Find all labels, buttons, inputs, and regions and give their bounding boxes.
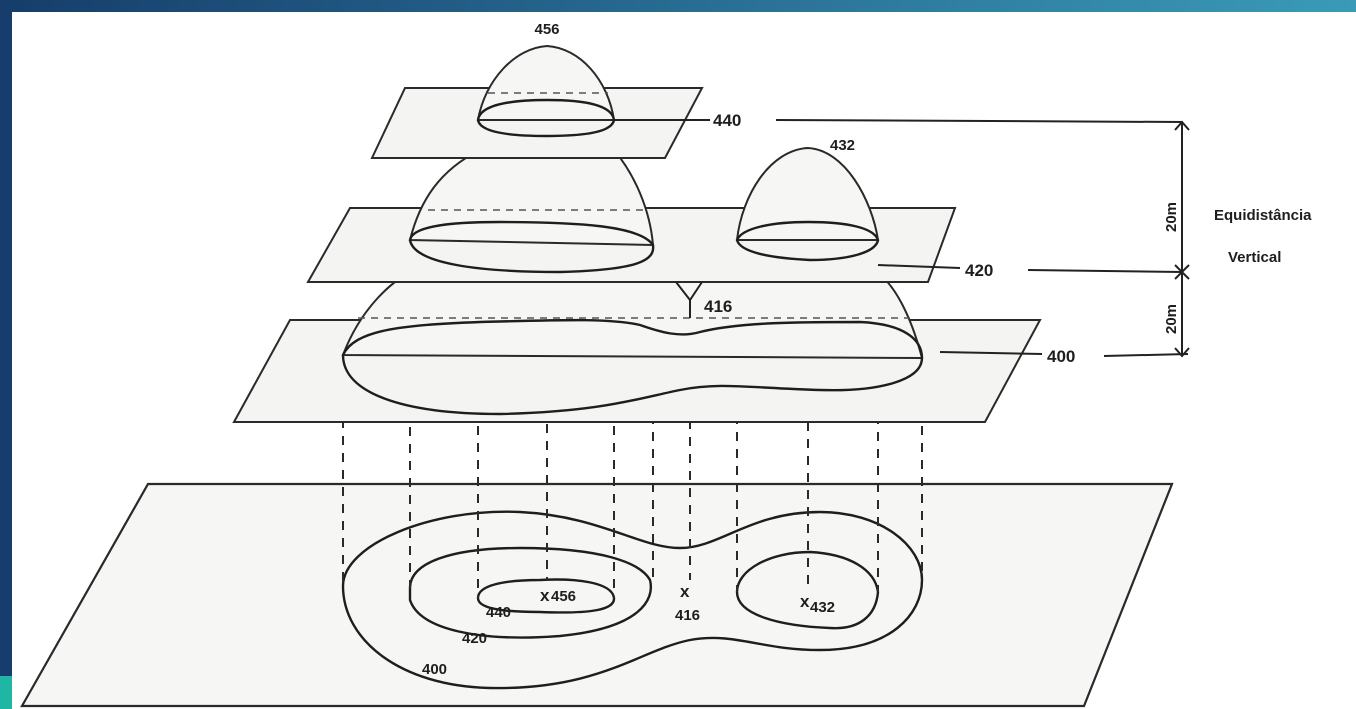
plane-label-420: 420 <box>965 261 993 280</box>
left-banner-strip <box>0 0 12 709</box>
plane-label-400: 400 <box>1047 347 1075 366</box>
map-label-400: 400 <box>422 661 447 678</box>
peak-body-main <box>476 44 616 121</box>
spot-height-mark-main: x <box>540 586 550 605</box>
plane-400 <box>232 267 1042 423</box>
peak-label-432: 432 <box>830 137 855 154</box>
top-banner-strip <box>0 0 1356 12</box>
plane-labels: 440 420 400 <box>614 111 1189 366</box>
plane-label-440: 440 <box>713 111 741 130</box>
spot-height-mark-secondary: x <box>800 592 810 611</box>
saddle-marker <box>675 281 703 318</box>
plane-420 <box>306 146 957 318</box>
base-map: x 456 x 432 x 416 440 420 400 <box>20 482 1174 708</box>
map-label-440: 440 <box>486 604 511 621</box>
corner-accent <box>0 676 12 709</box>
vertical-interval-dimension: 20m 20m Equidistância Vertical <box>1163 120 1312 358</box>
plane-contour-420-secondary <box>735 220 880 262</box>
interval-caption-line2: Vertical <box>1228 249 1281 266</box>
contour-line-420 <box>408 546 653 639</box>
terrain-body-secondary <box>735 146 880 241</box>
spot-height-432: 432 <box>810 599 835 616</box>
interval-top-label: 20m <box>1163 202 1180 232</box>
saddle-label-416: 416 <box>704 297 732 316</box>
plane-contour-440 <box>476 98 616 138</box>
base-map-plane <box>20 482 1174 708</box>
interval-caption-line1: Equidistância <box>1214 207 1312 224</box>
interval-bottom-label: 20m <box>1163 304 1180 334</box>
map-label-420: 420 <box>462 630 487 647</box>
plane-contour-400 <box>341 318 924 416</box>
peak-label-456: 456 <box>534 21 559 38</box>
terrain-body-main <box>408 149 655 247</box>
spot-height-456: 456 <box>551 588 576 605</box>
plane-contour-420-main <box>408 220 655 274</box>
plane-440 <box>370 44 704 159</box>
saddle-mark: x <box>680 582 690 601</box>
map-label-416: 416 <box>675 607 700 624</box>
